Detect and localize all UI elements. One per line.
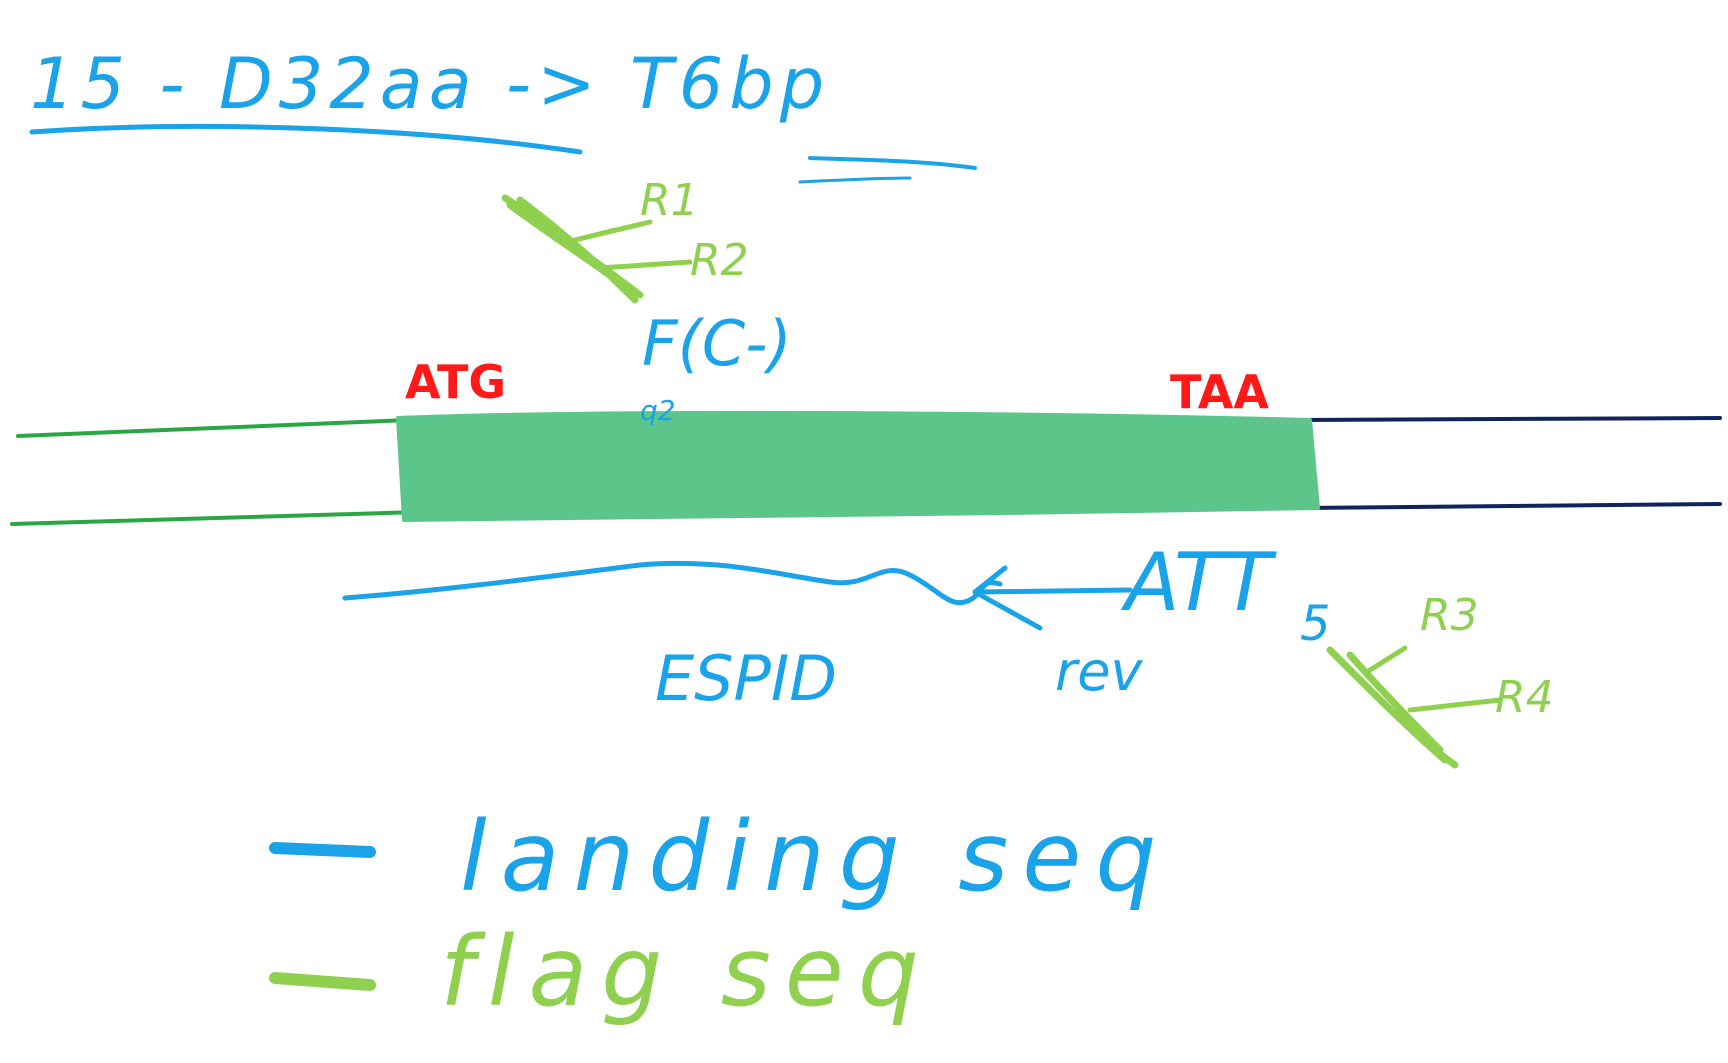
title-underline-short [808, 156, 977, 170]
reverse-primer-arrow [972, 565, 1133, 631]
primer-r4-label: R4 [1495, 672, 1554, 723]
att-label: ATT [1120, 536, 1278, 629]
left-upstream-strand-bottom [10, 510, 422, 526]
legend-flag-label: flag seq [440, 916, 933, 1028]
primer-forward-label: F(C-) [642, 307, 792, 380]
landing-sequence-wave [342, 560, 1003, 606]
stop-codon-label: TAA [1170, 365, 1269, 419]
primer-r2-arrow [597, 259, 693, 271]
primer-r2-label: R2 [690, 235, 749, 286]
primer-r1-arrow [572, 219, 653, 243]
right-downstream-strand-top [1298, 416, 1722, 422]
left-upstream-strand-top [16, 418, 412, 438]
title-underline-short-2 [798, 176, 912, 184]
primer-r3-label: R3 [1420, 590, 1479, 641]
gene-coding-region [396, 410, 1320, 522]
legend-landing-label: landing seq [460, 801, 1170, 913]
title-text: 15 - D32aa -> T6bp [30, 43, 830, 125]
five-label: 5 [1300, 596, 1331, 652]
primer-cluster-top-scribble [501, 194, 644, 304]
primer-r3-arrow [1367, 645, 1408, 673]
primer-q2-label: q2 [640, 394, 676, 427]
primer-r4-arrow [1407, 697, 1503, 713]
legend-landing-swatch [269, 842, 376, 858]
primer-r1-label: R1 [640, 175, 699, 226]
title-underline [29, 124, 583, 155]
legend-flag-swatch [269, 972, 376, 991]
rev-label: rev [1055, 640, 1143, 703]
start-codon-label: ATG [405, 355, 506, 409]
right-downstream-strand-bottom [1298, 502, 1722, 510]
primer-cluster-bottom-scribble [1326, 646, 1459, 769]
espid-label: ESPID [655, 642, 837, 715]
